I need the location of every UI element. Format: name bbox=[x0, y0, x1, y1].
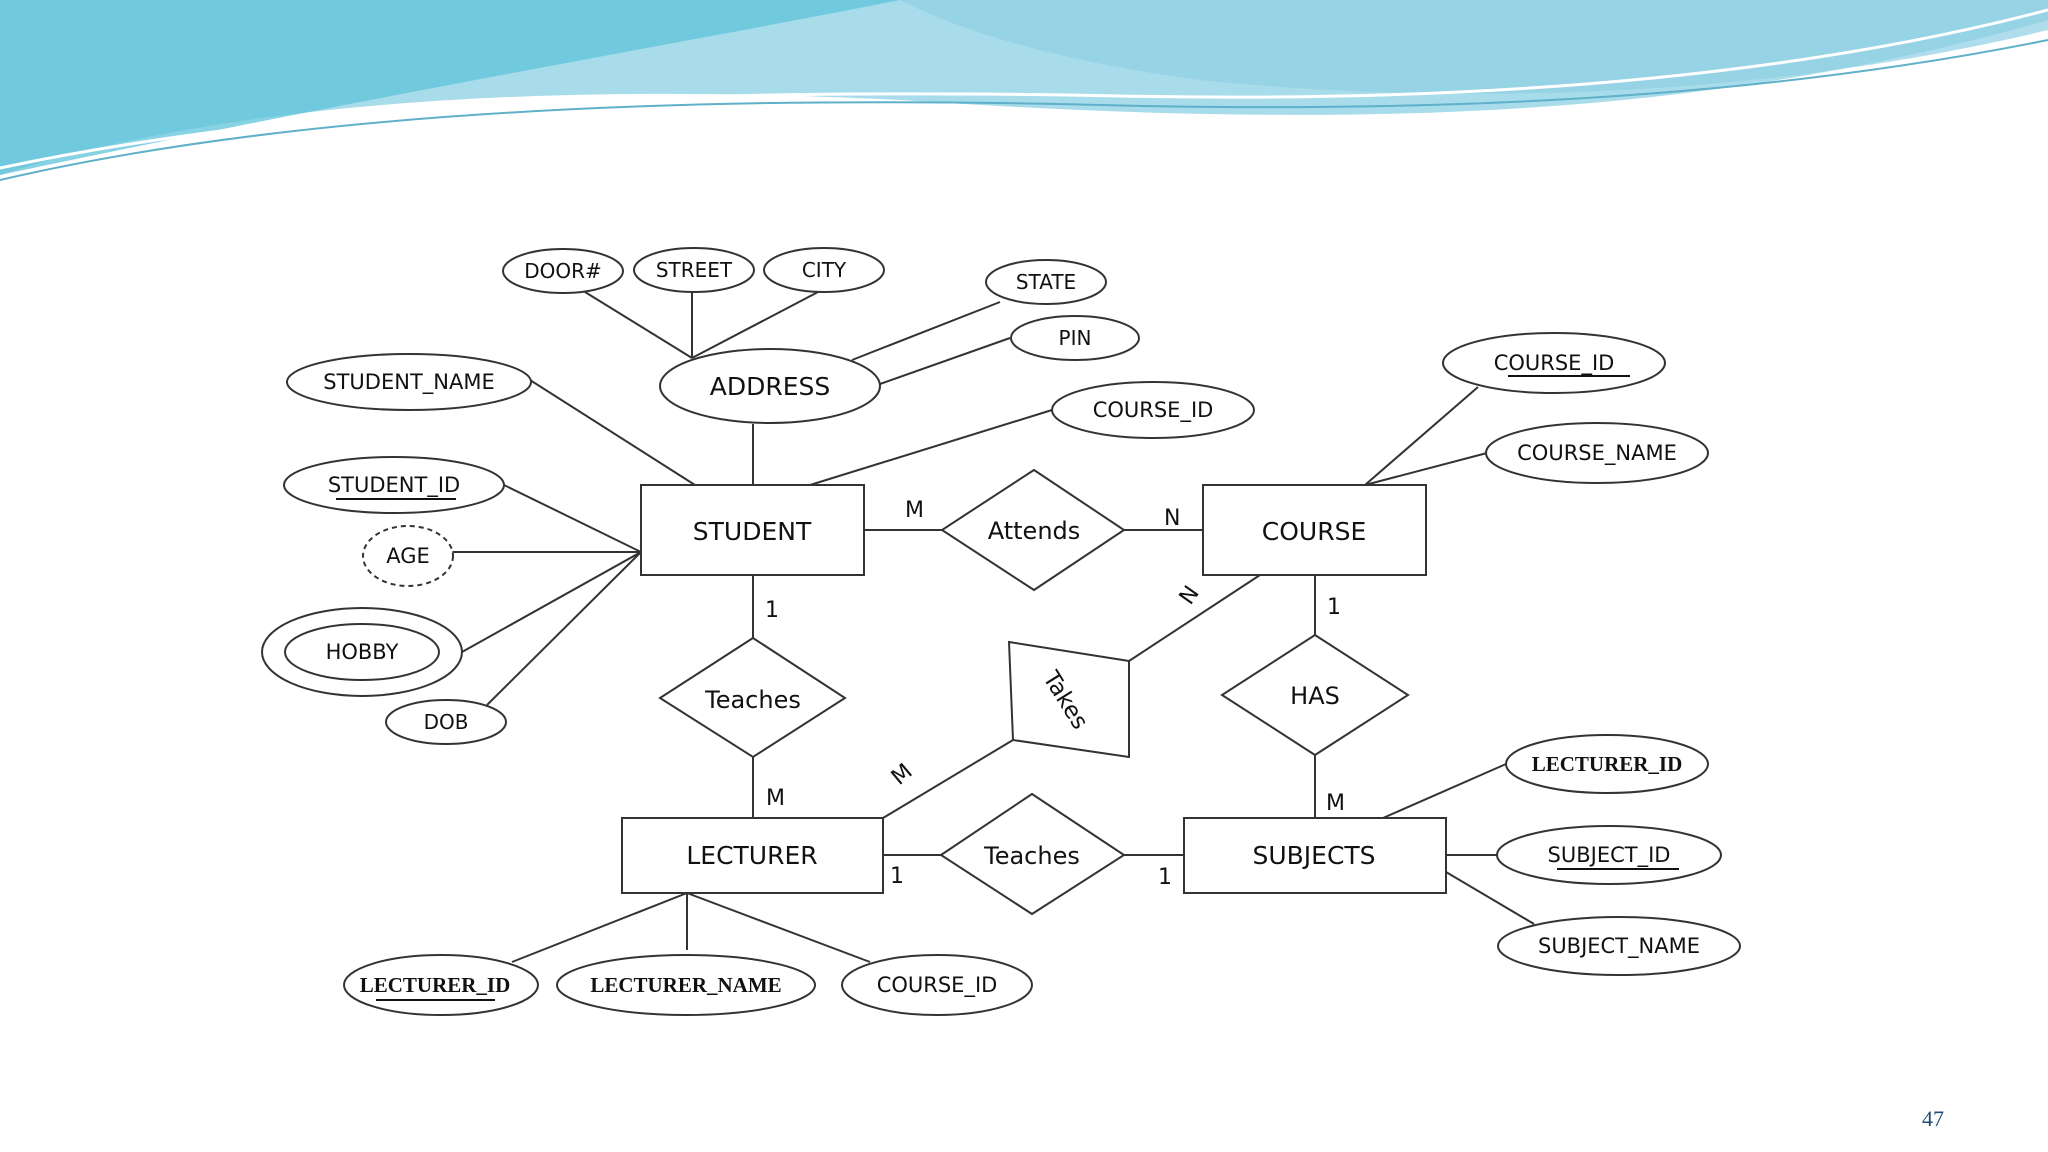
cardinality-teaches2-lecturer: 1 bbox=[890, 864, 904, 889]
attribute-lecturer-name-label: LECTURER_NAME bbox=[590, 973, 781, 997]
attribute-state-label: STATE bbox=[1016, 270, 1076, 294]
relationship-teaches-subject: Teaches bbox=[939, 792, 1126, 916]
entity-course: COURSE bbox=[1202, 484, 1427, 576]
attribute-lecturer-id: LECTURER_ID bbox=[343, 954, 539, 1016]
attribute-subject-id-label: SUBJECT_ID bbox=[1548, 843, 1671, 868]
entity-subjects: SUBJECTS bbox=[1183, 817, 1447, 894]
attribute-city: CITY bbox=[763, 247, 885, 293]
attribute-address-label: ADDRESS bbox=[710, 372, 831, 401]
cardinality-has-course: 1 bbox=[1327, 595, 1341, 620]
attribute-hobby-multivalued: HOBBY bbox=[261, 607, 463, 697]
cardinality-teaches-lecturer: M bbox=[766, 786, 785, 811]
relationship-attends-label: Attends bbox=[988, 517, 1081, 545]
attribute-student-id-label: STUDENT_ID bbox=[328, 473, 460, 498]
relationship-has: HAS bbox=[1220, 633, 1410, 757]
attribute-pin-label: PIN bbox=[1059, 326, 1092, 350]
header-wave-decoration bbox=[0, 0, 2048, 181]
attribute-student-course-id-label: COURSE_ID bbox=[1093, 398, 1214, 423]
attribute-lecturer-name: LECTURER_NAME bbox=[556, 954, 816, 1016]
attribute-dob: DOB bbox=[385, 699, 507, 745]
attribute-street-label: STREET bbox=[656, 258, 733, 282]
cardinality-takes-lecturer: M bbox=[887, 759, 918, 790]
attribute-age-label: AGE bbox=[386, 544, 430, 568]
cardinality-takes-course: N bbox=[1175, 582, 1205, 610]
attribute-street: STREET bbox=[633, 247, 755, 293]
relationship-has-label: HAS bbox=[1290, 682, 1340, 710]
attribute-subject-id: SUBJECT_ID bbox=[1496, 825, 1722, 885]
attribute-subject-name: SUBJECT_NAME bbox=[1497, 916, 1741, 976]
cardinality-teaches-student: 1 bbox=[765, 598, 779, 623]
attribute-lecturer-course-id-label: COURSE_ID bbox=[877, 973, 998, 998]
cardinality-attends-student: M bbox=[905, 498, 924, 523]
attribute-age-derived: AGE bbox=[362, 525, 454, 587]
entity-student: STUDENT bbox=[640, 484, 865, 576]
attribute-door: DOOR# bbox=[502, 248, 624, 294]
attribute-hobby-label: HOBBY bbox=[326, 640, 399, 664]
attribute-student-name-label: STUDENT_NAME bbox=[323, 370, 494, 395]
relationship-teaches-subject-label: Teaches bbox=[983, 842, 1080, 870]
cardinality-attends-course: N bbox=[1164, 506, 1180, 531]
relationship-takes: Takes bbox=[1007, 640, 1130, 759]
cardinality-has-subjects: M bbox=[1326, 791, 1345, 816]
attribute-course-id: COURSE_ID bbox=[1442, 332, 1666, 394]
page-number: 47 bbox=[1922, 1106, 1944, 1131]
attribute-dob-label: DOB bbox=[424, 710, 469, 734]
entity-lecturer-label: LECTURER bbox=[686, 841, 817, 870]
cardinality-teaches2-subjects: 1 bbox=[1158, 865, 1172, 890]
connector-lines bbox=[452, 291, 1535, 963]
attribute-student-name: STUDENT_NAME bbox=[286, 353, 532, 411]
attribute-subj-lecturer-id: LECTURER_ID bbox=[1505, 734, 1709, 794]
attribute-pin: PIN bbox=[1010, 315, 1140, 361]
attribute-student-id: STUDENT_ID bbox=[283, 456, 505, 514]
attribute-lecturer-id-label: LECTURER_ID bbox=[360, 973, 511, 997]
attribute-student-course-id: COURSE_ID bbox=[1051, 381, 1255, 439]
entity-subjects-label: SUBJECTS bbox=[1252, 841, 1375, 870]
attribute-subject-name-label: SUBJECT_NAME bbox=[1538, 934, 1700, 959]
attribute-course-name: COURSE_NAME bbox=[1485, 422, 1709, 484]
attribute-door-label: DOOR# bbox=[524, 259, 602, 283]
attribute-course-name-label: COURSE_NAME bbox=[1517, 441, 1677, 466]
attribute-city-label: CITY bbox=[802, 258, 847, 282]
relationship-attends: Attends bbox=[940, 468, 1126, 592]
entity-course-label: COURSE bbox=[1262, 517, 1366, 546]
relationship-teaches-student-label: Teaches bbox=[704, 686, 801, 714]
attribute-subj-lecturer-id-label: LECTURER_ID bbox=[1532, 752, 1683, 776]
entity-lecturer: LECTURER bbox=[621, 817, 884, 894]
entity-student-label: STUDENT bbox=[693, 517, 812, 546]
relationship-teaches-student: Teaches bbox=[658, 636, 847, 759]
attribute-address: ADDRESS bbox=[659, 348, 881, 424]
attribute-state: STATE bbox=[985, 259, 1107, 305]
attribute-lecturer-course-id: COURSE_ID bbox=[841, 954, 1033, 1016]
attribute-course-id-label: COURSE_ID bbox=[1494, 351, 1615, 376]
